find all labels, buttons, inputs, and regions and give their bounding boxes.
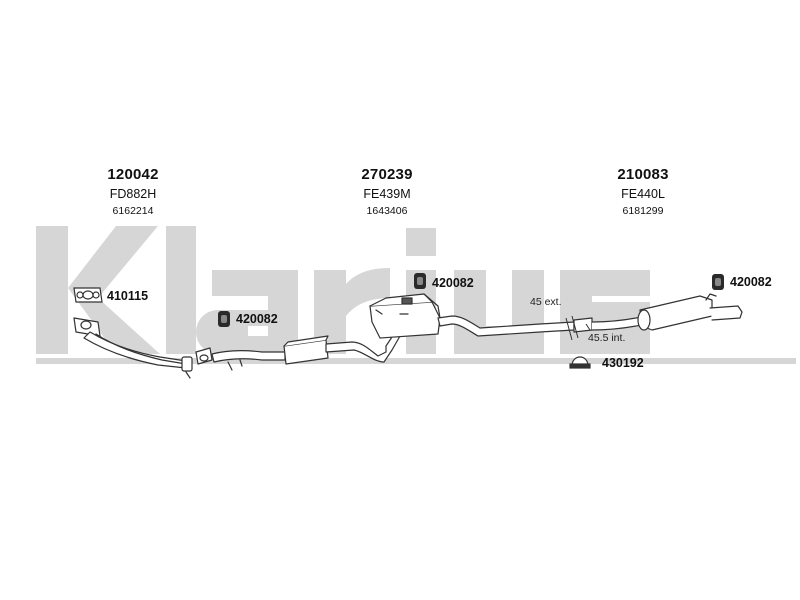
fitting-gasket-410115 (73, 287, 103, 303)
fitting-label: 410115 (107, 289, 149, 303)
fitting-label: 420082 (236, 312, 278, 326)
fitting-label: 420082 (432, 276, 474, 290)
center-silencer (369, 293, 441, 339)
length-marker (565, 315, 591, 341)
part-number: 270239 (361, 166, 413, 183)
part-group-rear: 210083 FE440L 6181299 (573, 166, 713, 217)
part-code: FE440L (621, 187, 665, 201)
part-number: 120042 (107, 166, 159, 183)
part-reference: 1643406 (366, 205, 408, 217)
length-annotation-int: 45.5 int. (588, 332, 626, 344)
part-code: FE439M (363, 187, 411, 201)
rubber-mount-icon (712, 274, 724, 290)
rear-silencer (637, 293, 743, 331)
part-group-middle: 270239 FE439M 1643406 (317, 166, 457, 217)
part-reference: 6162214 (112, 205, 154, 217)
tail-pipe (437, 315, 647, 337)
part-reference: 6181299 (622, 205, 664, 217)
fitting-label: 430192 (602, 356, 644, 370)
part-number: 210083 (617, 166, 669, 183)
part-group-front: 120042 FD882H 6162214 (63, 166, 203, 217)
fitting-label: 420082 (730, 275, 772, 289)
length-annotation-ext: 45 ext. (530, 296, 562, 308)
part-code: FD882H (109, 187, 157, 201)
intermediate-pipe (195, 333, 401, 371)
rubber-mount-icon (218, 311, 230, 327)
rubber-mount-icon (414, 273, 426, 289)
front-downpipe (73, 317, 193, 379)
clamp-icon (569, 356, 591, 369)
